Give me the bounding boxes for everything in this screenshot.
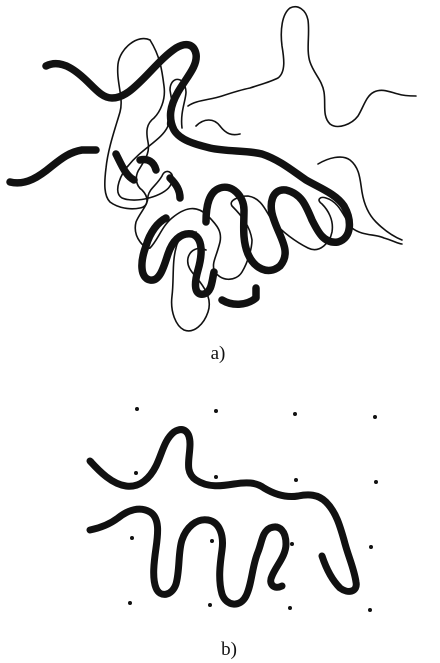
panel-a-thick-chain-dash-1: [116, 154, 134, 180]
lattice-point: [368, 608, 372, 612]
panel-a-thin-chain-kink: [196, 120, 240, 135]
lattice-point: [290, 542, 294, 546]
panel-a-thick-chain-tail: [10, 150, 96, 183]
lattice-point: [128, 601, 132, 605]
panel-a-thick-chain-lower: [142, 218, 214, 294]
lattice-point: [214, 409, 218, 413]
panel-a: a): [10, 7, 416, 364]
lattice-point: [373, 415, 377, 419]
lattice-point: [134, 471, 138, 475]
panel-a-thick-chain-bottom: [222, 288, 256, 304]
lattice-point: [288, 606, 292, 610]
panel-a-label: a): [211, 343, 226, 364]
panel-a-thin-chain-mountain: [188, 7, 416, 127]
lattice-point: [293, 412, 297, 416]
lattice-point: [130, 536, 134, 540]
panel-a-thin-chain-right: [318, 157, 402, 240]
lattice-point: [135, 407, 139, 411]
lattice-point: [294, 478, 298, 482]
panel-b-thick-chain-lower: [90, 509, 286, 604]
lattice-point: [374, 480, 378, 484]
panel-b-label: b): [221, 639, 237, 660]
lattice-point: [210, 539, 214, 543]
panel-b: b): [90, 407, 378, 660]
panel-a-thick-chain-dash-3: [170, 178, 180, 198]
lattice-point: [214, 475, 218, 479]
lattice-point: [208, 603, 212, 607]
lattice-point: [369, 545, 373, 549]
